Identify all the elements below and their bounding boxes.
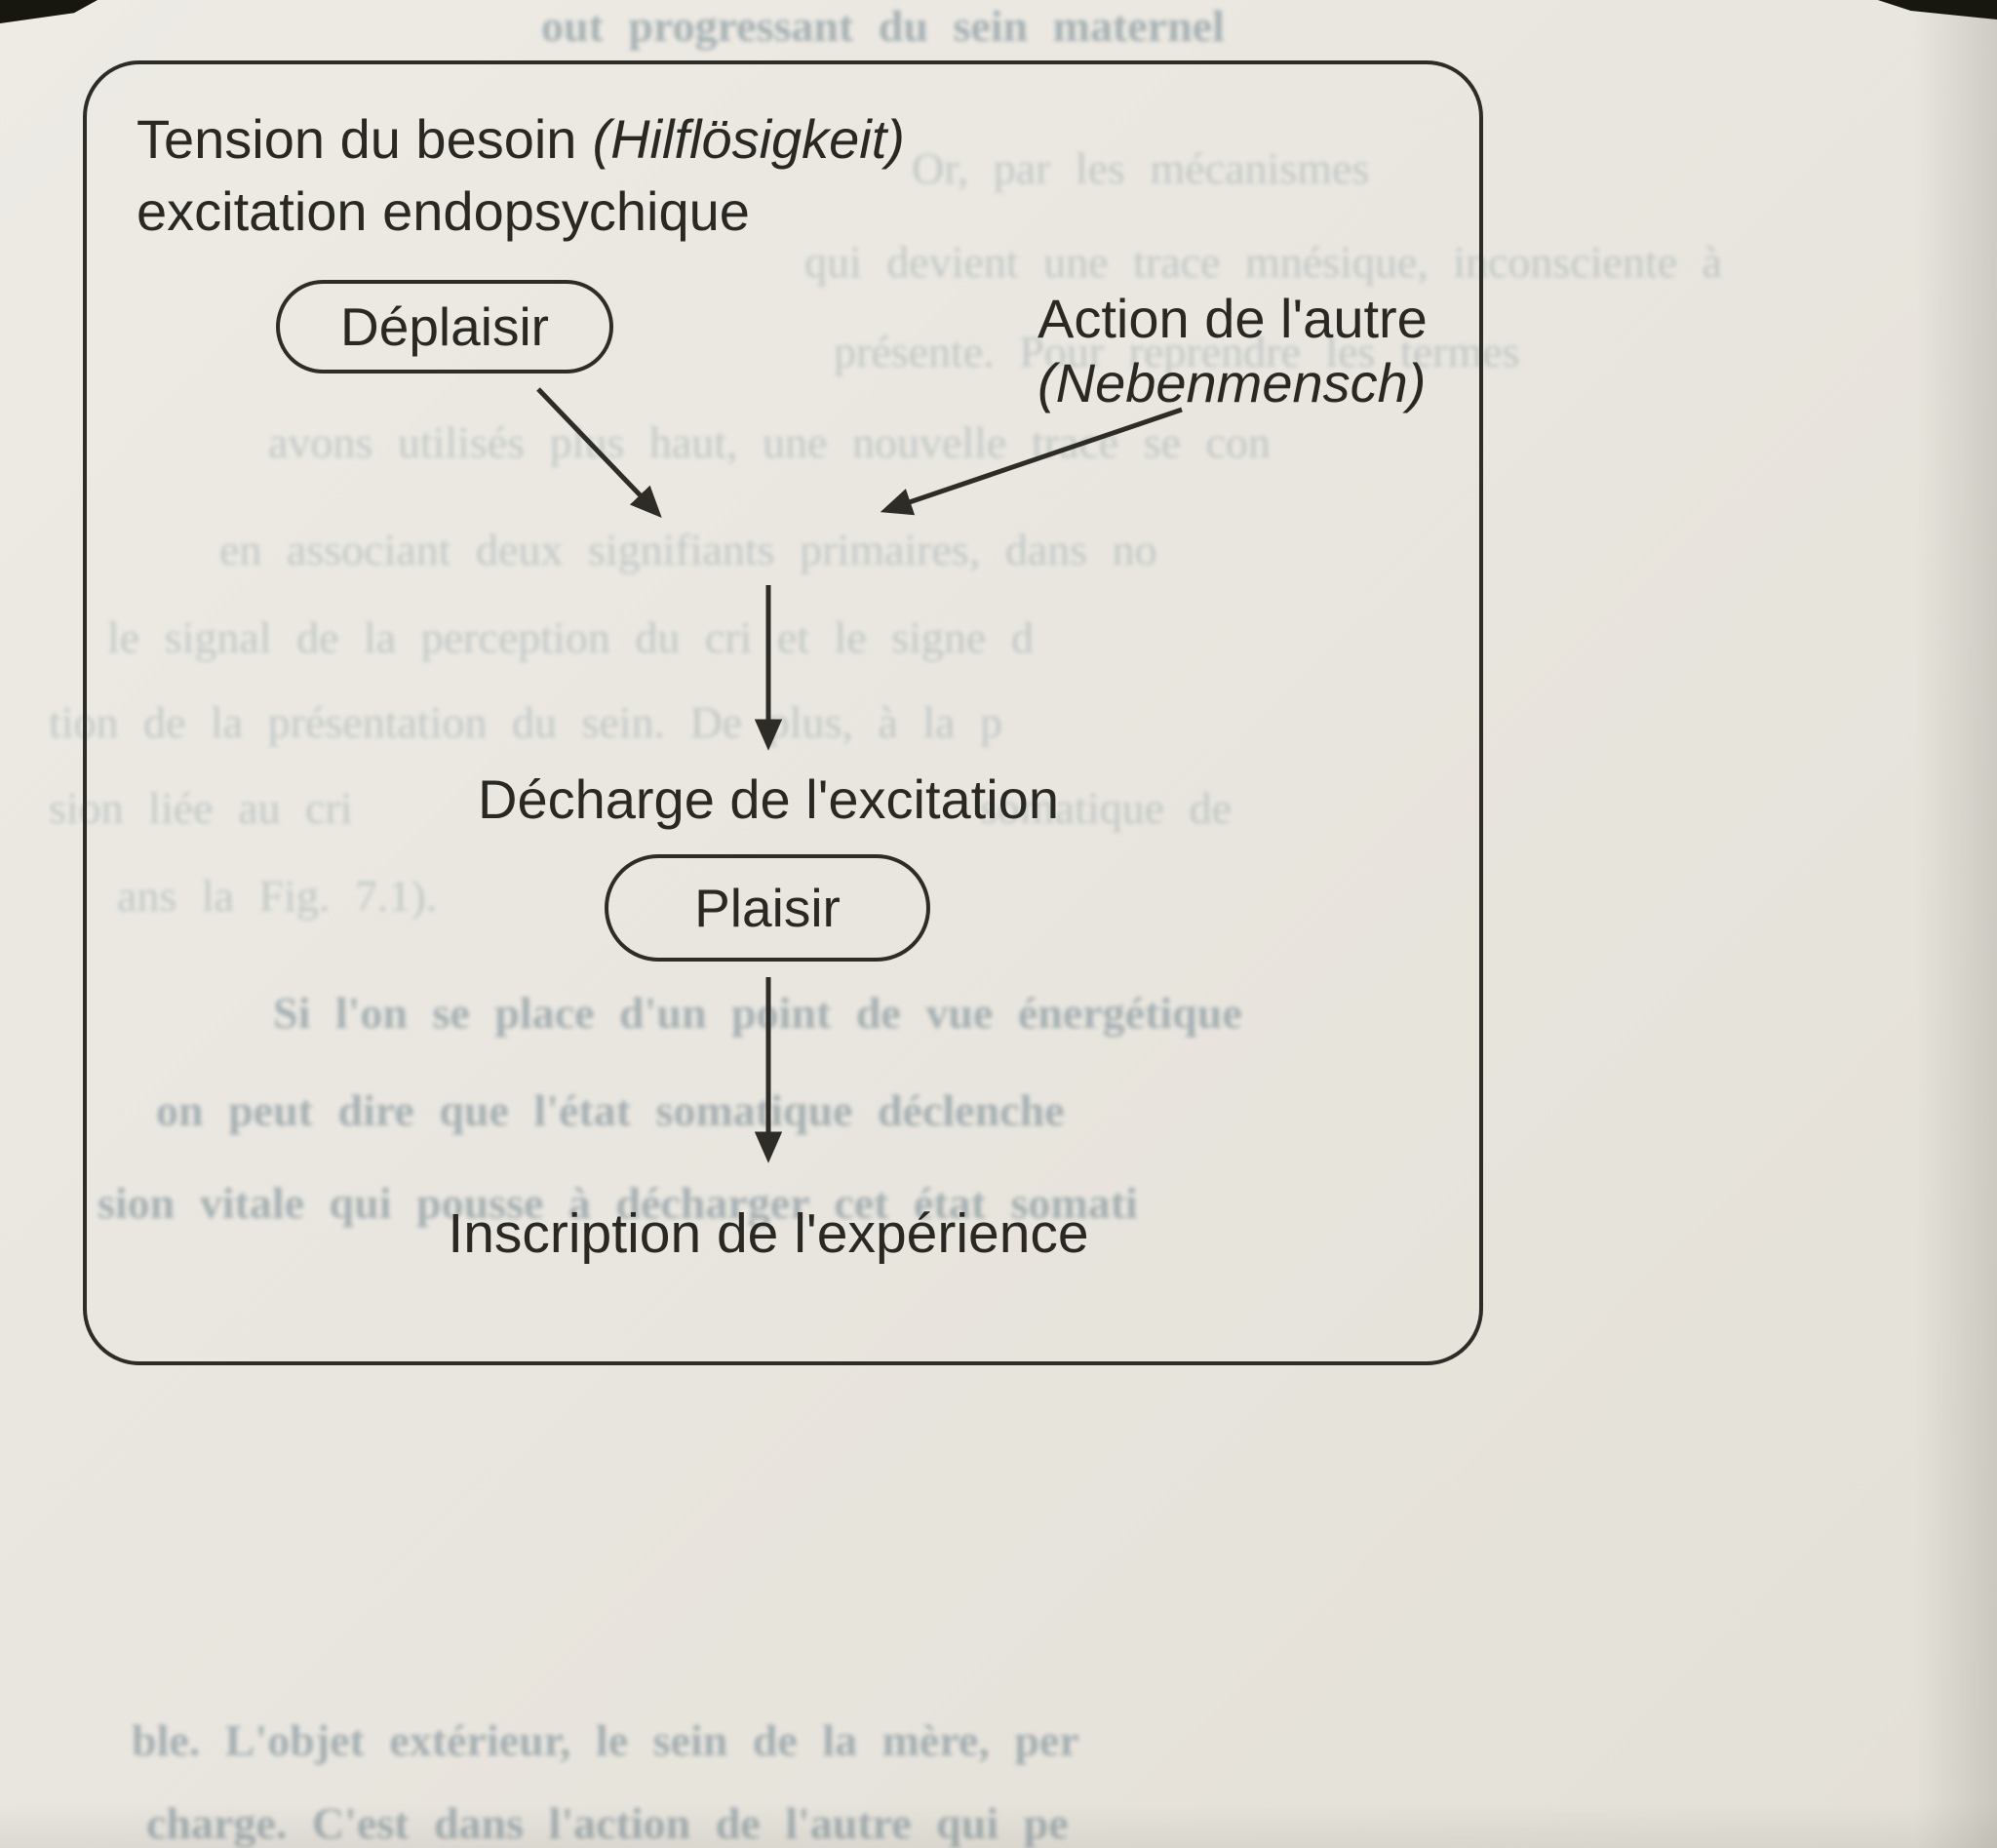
action-line2-italic: (Nebenmensch) bbox=[1038, 352, 1427, 414]
bleed-text-fragment: sion liée au cri bbox=[49, 783, 353, 833]
bleed-text-fragment: out progressant du sein maternel bbox=[541, 1, 1225, 51]
plaisir-label: Plaisir bbox=[694, 878, 841, 938]
bleed-text-fragment: Or, par les mécanismes bbox=[912, 143, 1370, 193]
deplaisir-label: Déplaisir bbox=[340, 296, 549, 357]
tension-label: Tension du besoin(Hilflösigkeit) excitat… bbox=[137, 103, 905, 248]
bleed-text-fragment: tion de la présentation du sein. De plus… bbox=[49, 697, 1003, 747]
bleed-text-fragment: qui devient une trace mnésique, inconsci… bbox=[804, 237, 1723, 287]
bleed-text-fragment: ble. L'objet extérieur, le sein de la mè… bbox=[132, 1715, 1079, 1765]
bleed-text-fragment: en associant deux signifiants primaires,… bbox=[219, 525, 1157, 574]
action-line1-text: Action de l'autre bbox=[1038, 288, 1428, 349]
page-edge-shadow-bottom bbox=[0, 1803, 1997, 1848]
tension-line1-italic: (Hilflösigkeit) bbox=[592, 108, 905, 170]
bleed-text-fragment: on peut dire que l'état somatique déclen… bbox=[156, 1085, 1065, 1135]
tension-line1-text: Tension du besoin bbox=[137, 108, 577, 170]
plaisir-node: Plaisir bbox=[605, 854, 930, 962]
bleed-text-fragment: présente. Pour reprendre les termes bbox=[834, 327, 1520, 376]
inscription-label: Inscription de l'expérience bbox=[448, 1202, 1089, 1265]
bleed-text-fragment: somatique de bbox=[980, 783, 1232, 833]
action-label: Action de l'autre (Nebenmensch) bbox=[1038, 287, 1428, 415]
page-edge-shadow-right bbox=[1915, 0, 1997, 1848]
bleed-text-fragment: charge. C'est dans l'action de l'autre q… bbox=[146, 1797, 1069, 1848]
deplaisir-node: Déplaisir bbox=[276, 280, 613, 374]
bleed-text-fragment: sion vitale qui pousse à décharger cet é… bbox=[98, 1178, 1138, 1228]
figure-frame bbox=[83, 60, 1483, 1365]
bleed-text-fragment: Si l'on se place d'un point de vue énerg… bbox=[273, 988, 1242, 1038]
decharge-label: Décharge de l'excitation bbox=[478, 768, 1059, 830]
tension-line2-text: excitation endopsychique bbox=[137, 179, 750, 242]
bleed-text-fragment: le signal de la perception du cri et le … bbox=[107, 612, 1034, 662]
bleed-text-fragment: ans la Fig. 7.1). bbox=[117, 871, 438, 921]
